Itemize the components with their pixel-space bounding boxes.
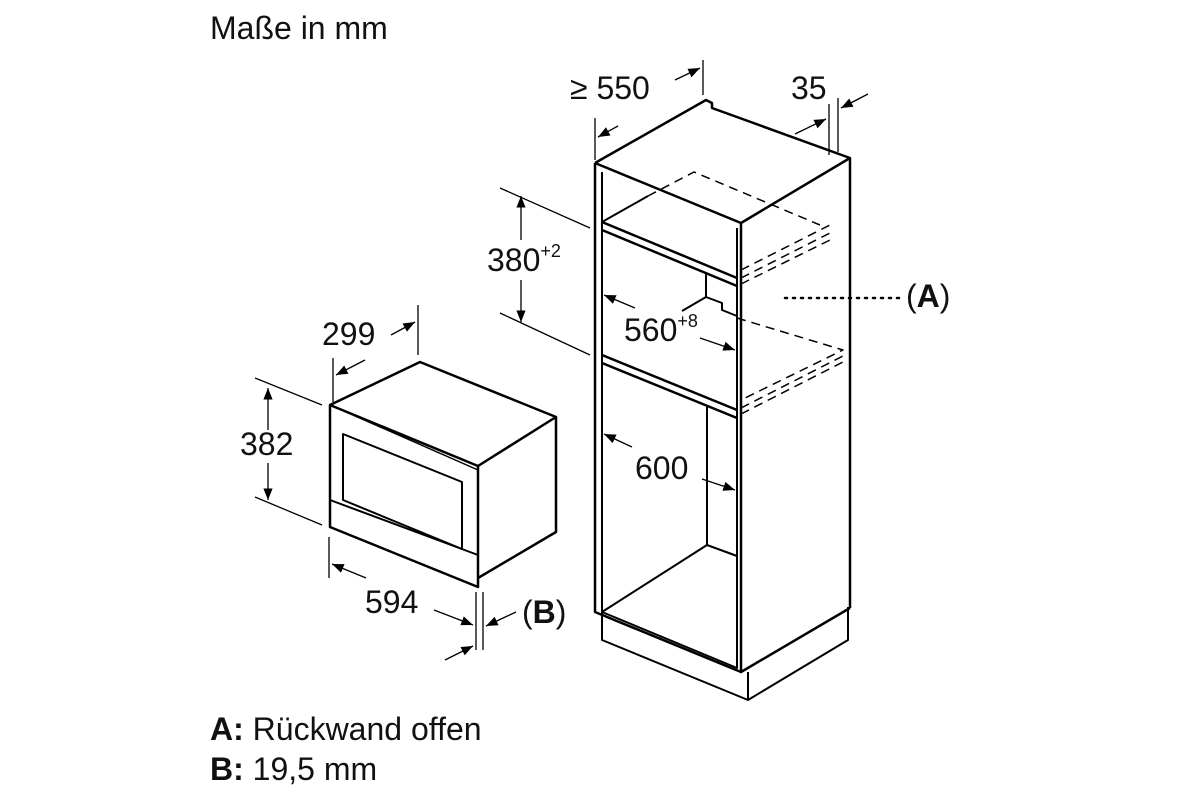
dim-device-width: 594 [365, 584, 419, 620]
dim-niche-height: 380+2 [487, 241, 561, 278]
page-title: Maße in mm [210, 10, 388, 46]
dim-device-height: 382 [240, 426, 294, 462]
legend-item-b: B: 19,5 mm [210, 753, 377, 785]
legend-key: A: [210, 711, 244, 747]
callout-b-letter: B [532, 594, 556, 630]
dim-cabinet-depth: ≥ 550 [570, 70, 650, 106]
legend-key: B: [210, 751, 244, 787]
microwave [328, 360, 558, 589]
dim-device-depth: 299 [322, 316, 376, 352]
callout-a-letter: A [916, 278, 940, 314]
dim-niche-width-value: 560 [624, 312, 678, 348]
dim-niche-width-tolerance: +8 [677, 311, 698, 331]
legend-item-a: A: Rückwand offen [210, 713, 482, 745]
dim-niche-width: 560+8 [624, 311, 698, 348]
dim-niche-height-tolerance: +2 [540, 241, 561, 261]
legend-text: Rückwand offen [252, 711, 482, 747]
callout-a: (A) [906, 278, 951, 314]
dimension-lines [254, 60, 869, 661]
callout-b: (B) [522, 594, 567, 630]
tall-cabinet [593, 98, 852, 701]
dim-cabinet-width: 600 [635, 450, 689, 486]
dim-niche-height-value: 380 [487, 242, 541, 278]
legend-text: 19,5 mm [252, 751, 378, 787]
dim-gap: 35 [791, 70, 827, 106]
